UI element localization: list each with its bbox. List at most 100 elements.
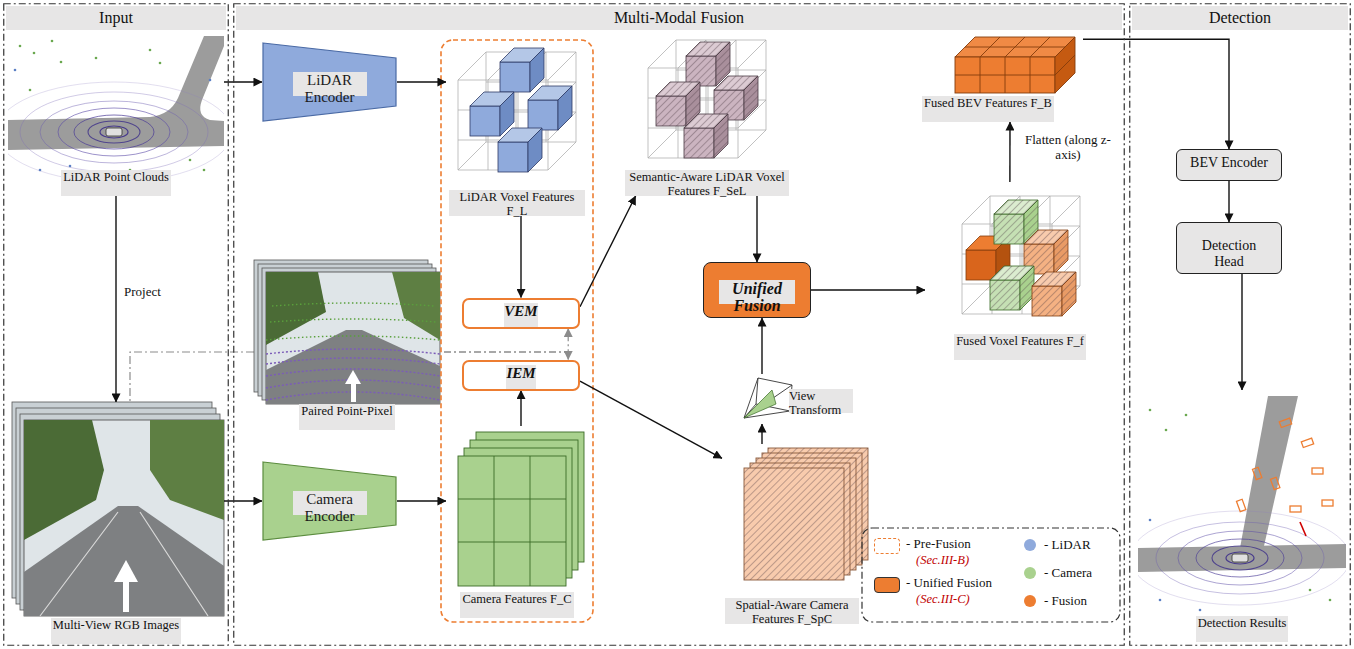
- detection-result-map: [1240, 396, 1298, 548]
- edge-label-anchor: Project: [122, 282, 192, 300]
- figure-node: LiDAR Voxel Features F_L: [446, 36, 588, 216]
- semantic-voxels: [648, 40, 766, 158]
- detection-result-map: [1290, 506, 1301, 512]
- camera-feature-maps: [458, 432, 584, 586]
- camera-images: [40, 512, 208, 616]
- camera-images: [12, 402, 224, 616]
- lidar-point-cloud: [14, 69, 17, 72]
- lidar-point-cloud: [100, 126, 128, 138]
- pre-fusion-region: [441, 40, 593, 622]
- lidar-point-cloud: [40, 101, 188, 163]
- legend-text: - LiDAR: [1042, 537, 1093, 552]
- panel-region: DetectionBEV EncoderDetection HeadDetect…: [1129, 3, 1351, 646]
- connector-arrow: [580, 196, 636, 307]
- detection-result-map: [1138, 396, 1346, 611]
- legend-text: - Fusion: [1042, 593, 1089, 608]
- legend-text: - Pre-Fusion: [904, 536, 973, 551]
- detection-result-map: [1156, 522, 1324, 594]
- camera-images: [24, 420, 224, 616]
- paired-point-pixel-images: [266, 272, 326, 345]
- paired-point-pixel-images: [254, 260, 440, 404]
- detection-result-map: [1236, 499, 1245, 511]
- lidar-point-cloud: [74, 115, 154, 149]
- frustum-icon: [744, 378, 792, 418]
- fusion-box: Unified Fusion: [703, 262, 811, 318]
- detection-result-map: [1212, 546, 1268, 570]
- lidar-point-cloud: [20, 92, 208, 172]
- lidar-point-cloud: [29, 89, 32, 92]
- node-label: Fused Voxel Features F_f: [954, 334, 1086, 360]
- lidar-point-cloud: [58, 108, 170, 156]
- node-label: Semantic-Aware LiDAR Voxel Features F_Se…: [625, 170, 789, 196]
- legend-entry: - LiDAR: [1042, 537, 1093, 552]
- node-label: Fused BEV Features F_B: [922, 96, 1054, 122]
- lidar-voxels: [470, 92, 514, 136]
- lidar-point-cloud: [8, 36, 224, 180]
- connector-arrow: [580, 381, 722, 458]
- lidar-point-cloud: [8, 82, 224, 180]
- node-label: View Transform: [789, 389, 853, 413]
- camera-images: [24, 420, 104, 540]
- paired-point-pixel-images: [266, 303, 440, 340]
- panel-heading: Detection: [1132, 6, 1348, 30]
- lidar-point-cloud: [95, 57, 98, 60]
- lidar-point-cloud: [39, 169, 42, 172]
- detection-result-map: [1185, 414, 1188, 417]
- section-ref: (Sec.III-C): [914, 592, 972, 607]
- panel-outline: [4, 4, 229, 646]
- detection-result-map: [1226, 552, 1254, 564]
- panel-region: Multi-Modal FusionLiDAR EncoderPaired Po…: [233, 3, 1125, 646]
- legend-entry: - Pre-Fusion: [904, 536, 973, 551]
- detection-result-map: [1159, 599, 1162, 602]
- node-label: VEM: [504, 303, 537, 327]
- panel-heading: Multi-Modal Fusion: [236, 6, 1122, 30]
- connector-arrow: [761, 318, 762, 374]
- detection-result-map: [1232, 554, 1248, 562]
- connector-arrow: [520, 391, 521, 427]
- node-label: IEM: [506, 365, 535, 389]
- detection-result-map: [1300, 522, 1306, 536]
- camera-images: [150, 420, 224, 520]
- camera-images: [24, 506, 224, 616]
- connector-arrow: [520, 216, 521, 298]
- fused-voxels: [990, 266, 1034, 310]
- lidar-point-cloud: [149, 49, 152, 52]
- figure-node: LiDAR Point Clouds: [8, 34, 224, 196]
- node-label: Unified Fusion: [719, 280, 795, 304]
- node-label: Camera Features F_C: [460, 592, 573, 618]
- legend-swatch: [1024, 595, 1036, 607]
- frustum-icon: [744, 390, 776, 418]
- connector-arrow: [1241, 274, 1242, 390]
- connector-arrow: [756, 196, 757, 262]
- detection-result-map: [1138, 544, 1346, 572]
- encoder-shape: [263, 462, 396, 540]
- detection-result-map: [1138, 511, 1346, 605]
- detection-result-map: [1322, 500, 1333, 506]
- semantic-voxels: [648, 40, 766, 158]
- connector-arrow: [444, 329, 568, 353]
- panel-outline: [3, 3, 229, 646]
- lidar-point-cloud: [51, 40, 54, 43]
- figure-node: Semantic-Aware LiDAR Voxel Features F_Se…: [622, 36, 792, 196]
- encoder-shape: [263, 43, 396, 121]
- fused-bev-block: [955, 37, 1075, 93]
- lidar-point-cloud: [209, 79, 212, 82]
- connector-arrow: [761, 424, 762, 444]
- legend-entry: - Unified Fusion: [904, 575, 994, 590]
- detection-result-map: [1178, 531, 1302, 585]
- connector-arrow: [224, 81, 262, 82]
- process-box: Detection Head: [1176, 222, 1282, 274]
- figure-node: Paired Point-Pixel: [250, 252, 444, 430]
- detection-result-map: [1149, 409, 1152, 412]
- lidar-point-cloud: [19, 45, 22, 48]
- detection-result-map: [1312, 468, 1323, 474]
- detection-result-map: [1165, 429, 1168, 432]
- semantic-voxels: [684, 114, 728, 158]
- legend-swatch: [874, 538, 900, 554]
- view-transform-node: View Transform: [738, 374, 856, 424]
- lidar-point-cloud: [88, 121, 140, 143]
- node-label: LiDAR Voxel Features F_L: [449, 190, 585, 216]
- figure-node: Camera Features F_C: [446, 426, 588, 618]
- detection-result-map: [1149, 519, 1152, 522]
